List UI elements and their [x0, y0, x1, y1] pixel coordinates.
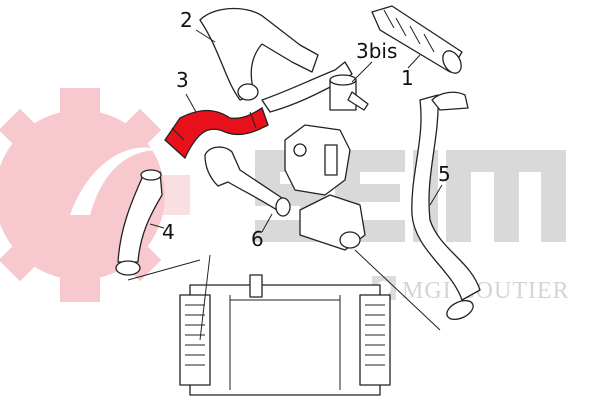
- part-6-pipe[interactable]: [204, 146, 291, 217]
- part-4-hose[interactable]: [115, 169, 163, 276]
- callout-5: 5: [438, 162, 451, 186]
- part-1-hose[interactable]: [371, 5, 465, 76]
- mgi-coutier-logo-watermark: MGI COUTIER: [372, 276, 570, 304]
- part-5-hose[interactable]: [411, 91, 481, 323]
- part-3-hose-highlighted[interactable]: [164, 107, 269, 160]
- callout-6: 6: [251, 227, 264, 251]
- egr-valve-body[interactable]: [284, 124, 366, 251]
- intercooler[interactable]: [179, 274, 391, 396]
- leader-lines: [127, 29, 443, 341]
- seim-gear-watermark: [0, 88, 190, 302]
- callout-3bis: 3bis: [356, 39, 398, 63]
- callout-4: 4: [162, 220, 175, 244]
- part-2-pipe[interactable]: [199, 7, 353, 113]
- svg-text:MGI COUTIER: MGI COUTIER: [402, 278, 570, 304]
- callout-2: 2: [180, 8, 193, 32]
- callout-1: 1: [401, 66, 414, 90]
- part-3bis-connector[interactable]: [329, 74, 369, 111]
- callout-3: 3: [176, 68, 189, 92]
